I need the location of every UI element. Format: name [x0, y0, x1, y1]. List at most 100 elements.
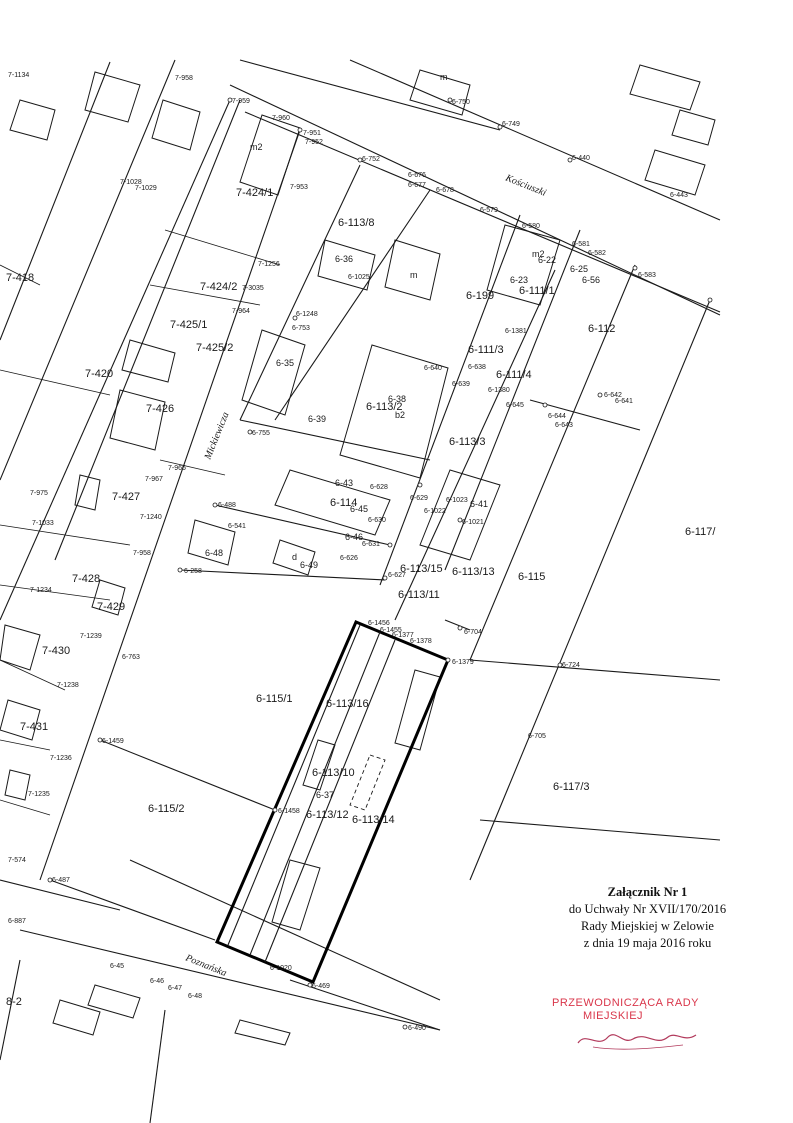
- point-label: 6-641: [615, 398, 633, 405]
- point-label: 6-1377: [392, 632, 414, 639]
- point-label: 7-1256: [258, 261, 280, 268]
- point-label: 6-678: [436, 187, 454, 194]
- point-label: 6-644: [548, 413, 566, 420]
- point-label: 7-966: [168, 465, 186, 472]
- street-poznanska: Poznańska: [183, 952, 228, 979]
- point-label: 7-1028: [120, 179, 142, 186]
- parcel-lines: [0, 59, 721, 1123]
- annex-council: Rady Miejskiej w Zelowie: [581, 919, 714, 933]
- building-label: 6-25: [570, 264, 588, 274]
- point-label: 6-628: [370, 484, 388, 491]
- building-label: 6-43: [335, 478, 353, 488]
- point-label: 6-1455: [380, 627, 402, 634]
- point-label: 7-1238: [57, 682, 79, 689]
- parcel-label: 6-117/: [685, 526, 716, 538]
- parcel-label: 6-117/3: [553, 781, 590, 793]
- building-label: 6-39: [308, 414, 326, 424]
- parcel-label: 8-2: [6, 996, 22, 1008]
- point-label: 6-579: [480, 207, 498, 214]
- building-label: m2: [532, 249, 545, 259]
- parcel-label: 6-115/1: [256, 693, 293, 705]
- parcel-label: 7-425/1: [170, 319, 207, 331]
- building-label: m: [440, 72, 448, 82]
- point-label: 6-487: [52, 877, 70, 884]
- point-label: 6-645: [506, 402, 524, 409]
- parcel-label: 7-426: [146, 403, 174, 415]
- point-label: 6-639: [452, 381, 470, 388]
- point-label: 6-47: [168, 985, 182, 992]
- building-label: m: [410, 270, 418, 280]
- point-label: 6-630: [368, 517, 386, 524]
- building-label: 6-37: [316, 790, 334, 800]
- parcel-label: 6-113/12: [306, 809, 349, 821]
- parcel-label: 6-113/2: [366, 401, 403, 413]
- building-labels: m2 m b2 m2 m d 6-35 6-38 6-41 6-43 6-45 …: [205, 72, 600, 800]
- parcel-label: 7-428: [72, 573, 100, 585]
- point-label: 6-45: [110, 963, 124, 970]
- stamp-line-2: MIEJSKIEJ: [582, 1010, 644, 1022]
- parcel-label: 7-427: [112, 491, 140, 503]
- parcel-label: 6-115: [518, 571, 545, 583]
- point-label: 6-469: [312, 983, 330, 990]
- parcel-label: 6-113/8: [338, 217, 375, 229]
- parcel-label: 6-111/3: [468, 344, 504, 356]
- point-label: 6-749: [502, 121, 520, 128]
- point-label: 6-443: [670, 192, 688, 199]
- point-label: 6-705: [528, 733, 546, 740]
- point-label: 7-958: [133, 550, 151, 557]
- point-label: 6-1380: [488, 387, 510, 394]
- point-label: 6-642: [604, 392, 622, 399]
- point-label: 6-676: [408, 172, 426, 179]
- building-label: 6-38: [388, 394, 406, 404]
- point-label: 7-964: [232, 308, 250, 315]
- point-label: 7-574: [8, 857, 26, 864]
- point-label: 6-1248: [296, 311, 318, 318]
- point-label: 6-638: [468, 364, 486, 371]
- point-label: 6-763: [122, 654, 140, 661]
- point-label: 7-1134: [8, 72, 29, 79]
- point-label: 7-958: [175, 75, 193, 82]
- signature: [577, 1034, 697, 1050]
- parcel-label: 6-113/14: [352, 814, 395, 826]
- building-label: 6-35: [276, 358, 294, 368]
- building-label: 6-49: [300, 560, 318, 570]
- parcel-label: 7-429: [97, 601, 125, 613]
- building-label: 6-48: [205, 548, 223, 558]
- point-label: 6-1023: [446, 497, 468, 504]
- point-label: 6-626: [340, 555, 358, 562]
- stamp-line-1: PRZEWODNICZĄCA RADY: [551, 997, 699, 1009]
- parcel-label: 6-111/1: [519, 285, 555, 297]
- parcel-label: 6-113/11: [398, 589, 440, 601]
- point-label: 6-583: [638, 272, 656, 279]
- point-label: 6-1021: [462, 519, 484, 526]
- survey-points: [47, 97, 713, 1030]
- parcel-label: 7-425/2: [196, 342, 233, 354]
- point-label: 7-960: [272, 115, 290, 122]
- point-label: 6-488: [218, 502, 236, 509]
- building-label: 6-45: [350, 504, 368, 514]
- parcel-label: 6-111/4: [496, 369, 532, 381]
- building-label: b2: [395, 410, 405, 420]
- point-label: 6-887: [8, 918, 26, 925]
- point-label: 6-627: [388, 572, 406, 579]
- point-labels: 7-958 7-959 7-960 7-951 7-952 6-752 6-75…: [8, 72, 688, 1032]
- parcel-label: 7-424/2: [200, 281, 237, 293]
- point-label: 6-643: [555, 422, 573, 429]
- point-label: 6-629: [410, 495, 428, 502]
- point-label: 7-952: [305, 139, 323, 146]
- building-label: 6-22: [538, 255, 556, 265]
- annex-resolution: do Uchwały Nr XVII/170/2016: [568, 902, 727, 916]
- parcel-label: 7-420: [85, 368, 113, 380]
- point-label: 7-3035: [242, 285, 264, 292]
- point-label: 6-631: [362, 541, 380, 548]
- point-label: 6-48: [188, 993, 202, 1000]
- point-label: 6-1378: [410, 638, 432, 645]
- building-label: m2: [250, 142, 263, 152]
- parcel-label: 6-199: [466, 290, 494, 302]
- parcel-label: 7-431: [20, 721, 48, 733]
- street-mickiewicza: Mickiewicza: [202, 411, 231, 462]
- point-label: 6-1381: [505, 328, 527, 335]
- building-label: 6-36: [335, 254, 353, 264]
- parcel-label: 7-418: [6, 272, 34, 284]
- parcel-label: 6-115/2: [148, 803, 185, 815]
